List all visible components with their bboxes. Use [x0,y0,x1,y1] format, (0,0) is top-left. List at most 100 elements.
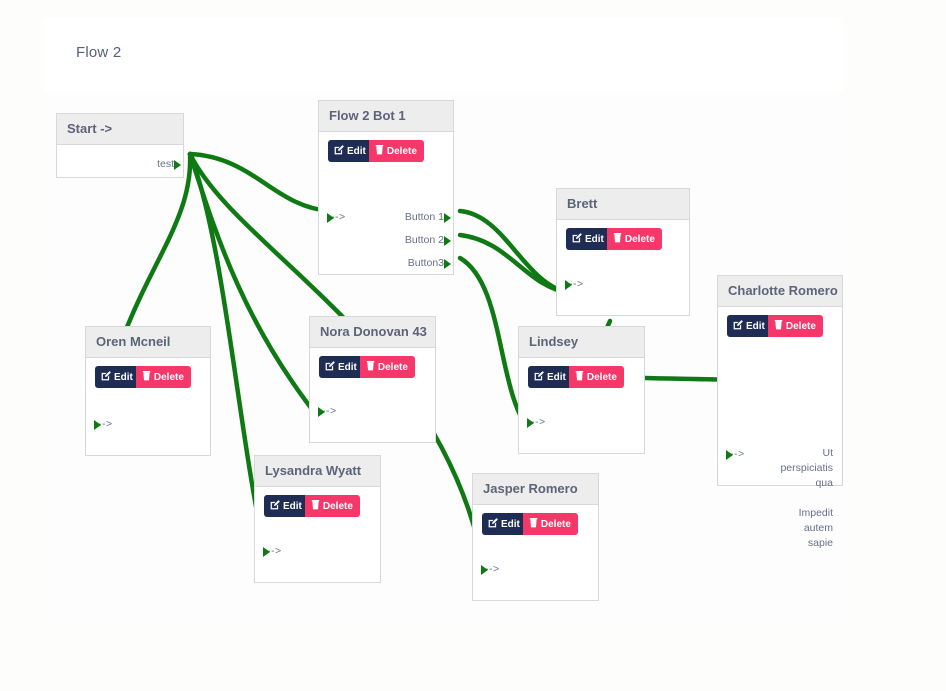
input-port[interactable]: --> [318,405,337,417]
delete-button-label: Delete [540,519,571,530]
port-arrow-icon [726,450,733,460]
node-body: test [57,145,183,176]
trash-icon [575,371,584,381]
edit-button[interactable]: Edit [482,513,527,535]
input-port-label: --> [485,563,500,575]
pencil-square-icon [325,361,335,371]
body-text-spacer [780,491,833,506]
page-title: Flow 2 [76,44,122,61]
pencil-square-icon [733,320,743,330]
node-title: Flow 2 Bot 1 [319,101,453,132]
port-arrow-icon [444,259,451,269]
node-body: Edit Delete --> [86,358,210,454]
trash-icon [375,145,384,155]
output-port[interactable]: Button 1 [404,211,451,223]
node-title: Jasper Romero [473,474,598,505]
input-port-label: --> [531,416,546,428]
input-port[interactable]: --> [94,418,113,430]
edit-button[interactable]: Edit [264,495,309,517]
port-arrow-icon [444,236,451,246]
delete-button[interactable]: Delete [606,228,662,250]
input-port-label: --> [331,211,346,223]
delete-button[interactable]: Delete [767,315,823,337]
input-port[interactable]: --> [327,211,346,223]
output-port[interactable]: Button3 [407,257,451,269]
input-port-label: --> [267,545,282,557]
delete-button-label: Delete [785,321,816,332]
edit-button[interactable]: Edit [566,228,611,250]
node-title: Lindsey [519,327,644,358]
pencil-square-icon [572,233,582,243]
input-port-label: --> [322,405,337,417]
edit-button[interactable]: Edit [319,356,364,378]
input-port[interactable]: --> [481,563,500,575]
input-port[interactable]: --> [263,545,282,557]
port-arrow-icon [263,547,270,557]
trash-icon [774,320,783,330]
delete-button-label: Delete [153,372,184,383]
delete-button[interactable]: Delete [304,495,360,517]
edit-button[interactable]: Edit [95,366,140,388]
output-port[interactable]: test [157,158,181,170]
body-text-line: Impedit [798,507,833,519]
trash-icon [142,371,151,381]
input-port[interactable]: --> [726,448,745,460]
edit-button-label: Edit [283,501,302,512]
flow-node-start[interactable]: Start ->test [56,113,184,178]
delete-button[interactable]: Delete [368,140,424,162]
output-port[interactable]: Button 2 [405,234,451,246]
delete-button[interactable]: Delete [522,513,578,535]
body-text-line: sapie [807,537,833,549]
node-title: Brett [557,189,689,220]
edit-button[interactable]: Edit [328,140,373,162]
edge-start-to-flow2bot1 [187,151,333,214]
trash-icon [529,518,538,528]
output-port-label: test [157,158,174,170]
node-action-bar: Edit Delete [718,307,842,337]
port-arrow-icon [174,160,181,170]
delete-button[interactable]: Delete [135,366,191,388]
body-text-line: qua [815,477,833,489]
edit-button-label: Edit [746,321,765,332]
edit-button[interactable]: Edit [727,315,772,337]
pencil-square-icon [270,500,280,510]
trash-icon [366,361,375,371]
edit-button[interactable]: Edit [528,366,573,388]
body-text-line: perspiciatis [780,462,833,474]
input-port[interactable]: --> [527,416,546,428]
delete-button[interactable]: Delete [359,356,415,378]
port-arrow-icon [327,213,334,223]
input-port[interactable]: --> [565,278,584,290]
delete-button[interactable]: Delete [568,366,624,388]
node-title: Charlotte Romero [718,276,842,307]
edit-button-label: Edit [114,372,133,383]
edge-btn2-to-brett [457,232,573,296]
node-action-bar: Edit Delete [473,505,598,535]
edit-button-label: Edit [347,146,366,157]
pencil-square-icon [488,518,498,528]
output-port-label: Button3 [407,257,444,269]
edit-button-label: Edit [501,519,520,530]
node-title: Lysandra Wyatt [255,456,380,487]
port-arrow-icon [318,407,325,417]
output-port-label: Button 1 [404,211,444,223]
edit-button-label: Edit [547,372,566,383]
